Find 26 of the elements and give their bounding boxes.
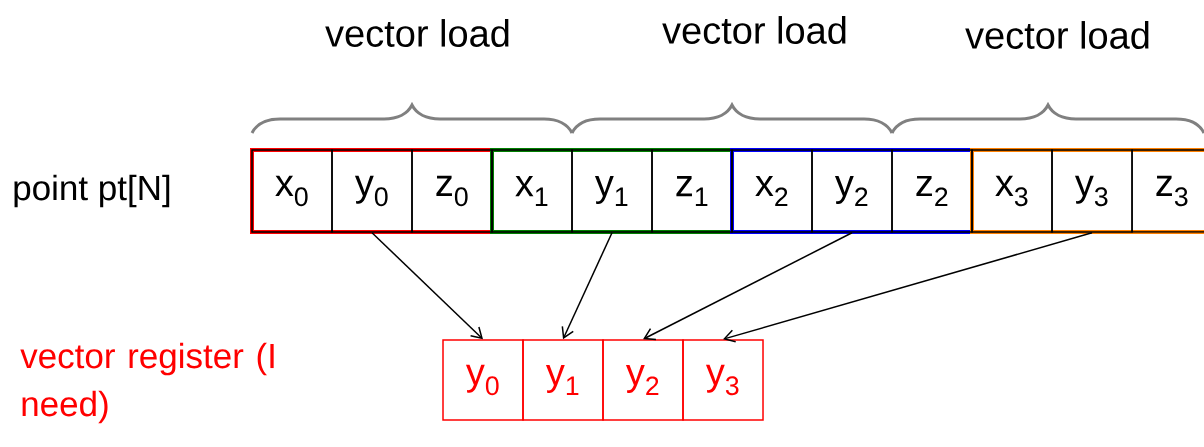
array-cell: x$_{0}$ <box>251 149 333 233</box>
array-cell: x$_{1}$ <box>491 149 573 233</box>
arrow <box>643 232 853 341</box>
array-label: point pt[N] <box>14 174 170 208</box>
array-cell: z$_{3}$ <box>1131 149 1204 233</box>
array-cell: z$_{1}$ <box>651 149 733 233</box>
brace-label: vector load <box>965 21 1149 49</box>
array-cell: y$_{3}$ <box>1051 149 1133 233</box>
arrow <box>561 232 613 340</box>
register-cell: y$_{0}$ <box>442 339 524 421</box>
array-cell: y$_{2}$ <box>811 149 893 233</box>
array-cell: z$_{2}$ <box>891 149 973 233</box>
array-cell: x$_{2}$ <box>731 149 813 233</box>
array-cell: y$_{1}$ <box>571 149 653 233</box>
register-cell: y$_{1}$ <box>522 339 604 421</box>
arrow <box>371 232 483 340</box>
register-label: vector register (I need) <box>20 342 274 424</box>
array-cell: x$_{3}$ <box>971 149 1053 233</box>
group-box <box>970 148 1204 234</box>
brace-label: vector load <box>662 16 846 44</box>
array-cell: z$_{0}$ <box>411 149 493 233</box>
arrow <box>723 232 1093 343</box>
array-cell: y$_{0}$ <box>331 149 413 233</box>
register-cell: y$_{2}$ <box>602 339 684 421</box>
register-cell: y$_{3}$ <box>682 339 764 421</box>
brace-label: vector load <box>325 19 509 47</box>
